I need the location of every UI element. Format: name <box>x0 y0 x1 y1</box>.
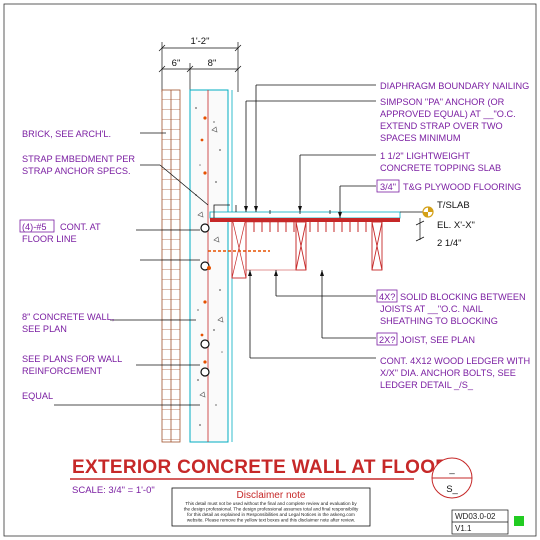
joist-blocking <box>245 221 383 271</box>
disclaimer-line1: This detail must not be used without the… <box>185 501 357 506</box>
left-leaders <box>54 132 209 406</box>
note-wall-line2: SEE PLAN <box>22 324 67 334</box>
simpson-strap <box>207 204 230 270</box>
note-simpson-line3: EXTEND STRAP OVER TWO <box>380 121 503 131</box>
disclaimer-line2: the design professional. The design prof… <box>184 507 359 512</box>
floor-assembly <box>209 205 401 232</box>
note-reinf-line1: SEE PLANS FOR WALL <box>22 354 122 364</box>
note-equal: EQUAL <box>22 391 53 401</box>
concrete-wall <box>189 89 233 443</box>
note-simpson-line1: SIMPSON "PA" ANCHOR (OR <box>380 97 505 107</box>
note-reinf-line2: REINFORCEMENT <box>22 366 103 376</box>
note-rebar-tag: (4)-#5 <box>22 222 47 232</box>
note-plywood-tag: 3/4" <box>380 182 396 192</box>
disclaimer-line4: website. Please remove the yellow text b… <box>187 518 355 523</box>
note-joist-tag: 2x? <box>379 335 395 345</box>
section-mark <box>431 457 473 499</box>
elevation-value: EL. X'-X" <box>437 220 475 231</box>
dim-overall: 1'-2" <box>191 36 210 47</box>
disclaimer-box <box>171 487 371 527</box>
sheet-id-box <box>451 509 509 535</box>
note-diaphragm: DIAPHRAGM BOUNDARY NAILING <box>380 81 529 91</box>
note-ledger-line2: X/X" DIA. ANCHOR BOLTS, SEE <box>380 368 516 378</box>
note-brick: BRICK, SEE ARCH'L. <box>22 129 111 139</box>
note-ledger-line3: LEDGER DETAIL _/S_ <box>380 380 474 390</box>
section-mark-top: _ <box>448 464 455 475</box>
note-blocking-line3: SHEATHING TO BLOCKING <box>380 316 498 326</box>
section-mark-bottom: S_ <box>446 484 458 495</box>
drawing-scale: SCALE: 3/4" = 1'-0" <box>72 485 155 496</box>
elevation-marker <box>400 206 434 242</box>
disclaimer-line3: for this detail as explained in Responsi… <box>187 512 355 517</box>
dim-right: 8" <box>208 58 217 69</box>
note-rebar-line1: CONT. AT <box>60 222 101 232</box>
disclaimer-heading: Disclaimer note <box>237 490 306 501</box>
note-strap-line2: STRAP ANCHOR SPECS. <box>22 166 131 176</box>
offset-dimension: 2 1/4" <box>437 238 462 249</box>
note-plywood-text: T&G PLYWOOD FLOORING <box>403 182 521 192</box>
note-topping-line2: CONCRETE TOPPING SLAB <box>380 163 501 173</box>
note-ledger-line1: CONT. 4x12 WOOD LEDGER WITH <box>380 356 530 366</box>
note-topping-line1: 1 1/2" LIGHTWEIGHT <box>380 151 470 161</box>
note-simpson-line4: SPACES MINIMUM <box>380 133 460 143</box>
drawing-title: EXTERIOR CONCRETE WALL AT FLOOR <box>72 457 449 478</box>
note-blocking-tag: 4x? <box>379 292 395 302</box>
sheet-version: V1.1 <box>455 524 472 533</box>
joist-tag-box <box>376 332 398 346</box>
brick-veneer <box>161 89 181 443</box>
note-simpson-line2: APPROVED EQUAL) AT __"o.c. <box>380 109 516 119</box>
rebar-tag-box <box>19 219 55 233</box>
dim-left: 6" <box>172 58 181 69</box>
note-joist-text: JOIST, SEE PLAN <box>400 335 475 345</box>
elevation-label: T/SLAB <box>437 200 470 211</box>
plywood-tag-box <box>376 179 400 193</box>
status-indicator <box>514 516 524 526</box>
note-strap-line1: STRAP EMBEDMENT PER <box>22 154 135 164</box>
sheet-border <box>3 3 537 537</box>
top-dimensions <box>158 42 242 92</box>
note-wall-line1: 8" CONCRETE WALL, <box>22 312 114 322</box>
note-rebar-line2: FLOOR LINE <box>22 234 77 244</box>
note-blocking-line2: JOISTS AT __"o.c. NAIL <box>380 304 483 314</box>
leader-arrowheads <box>244 206 342 276</box>
sheet-id: WD03.0-02 <box>455 512 496 521</box>
note-blocking-text: SOLID BLOCKING BETWEEN <box>400 292 526 302</box>
blocking-tag-box <box>376 289 398 303</box>
floor-line-rebar <box>200 223 210 377</box>
wood-ledger <box>231 217 247 279</box>
